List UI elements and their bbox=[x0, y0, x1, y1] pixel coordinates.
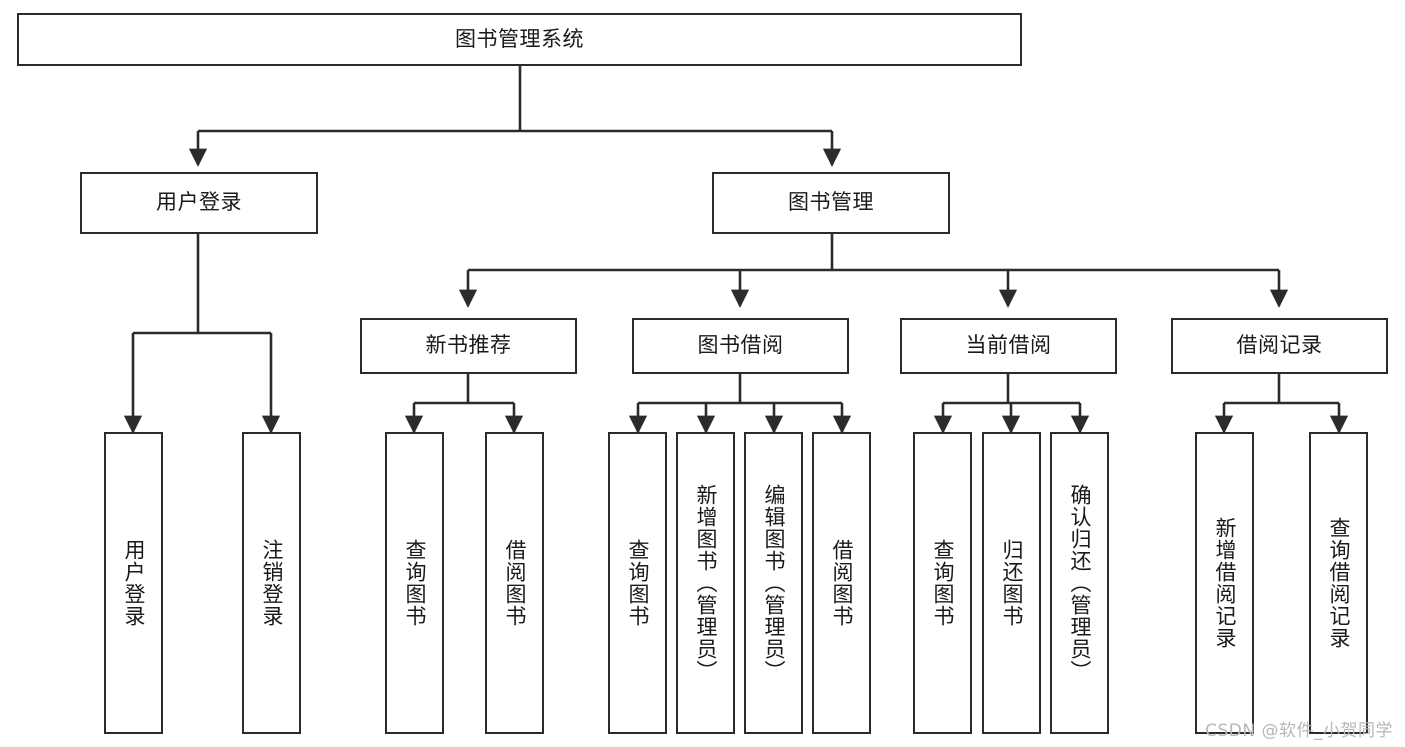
node-label: 借阅图书 bbox=[502, 539, 527, 627]
node-label: 当前借阅 bbox=[965, 333, 1052, 358]
node-leaf-query-book-3[interactable]: 查询图书 bbox=[913, 432, 972, 734]
node-root-system[interactable]: 图书管理系统 bbox=[17, 13, 1022, 66]
node-label: 查询图书 bbox=[625, 539, 650, 627]
node-label: 归还图书 bbox=[999, 539, 1024, 627]
node-leaf-borrow-book-2[interactable]: 借阅图书 bbox=[812, 432, 871, 734]
node-label: 编辑图书（管理员） bbox=[761, 484, 786, 682]
node-new-book-recommend[interactable]: 新书推荐 bbox=[360, 318, 577, 374]
node-leaf-add-record[interactable]: 新增借阅记录 bbox=[1195, 432, 1254, 734]
node-book-manage[interactable]: 图书管理 bbox=[712, 172, 950, 234]
node-leaf-user-login[interactable]: 用户登录 bbox=[104, 432, 163, 734]
node-leaf-confirm-return[interactable]: 确认归还（管理员） bbox=[1050, 432, 1109, 734]
node-leaf-return-book[interactable]: 归还图书 bbox=[982, 432, 1041, 734]
node-label: 借阅图书 bbox=[829, 539, 854, 627]
node-current-borrow[interactable]: 当前借阅 bbox=[900, 318, 1117, 374]
node-user-login[interactable]: 用户登录 bbox=[80, 172, 318, 234]
node-leaf-edit-book[interactable]: 编辑图书（管理员） bbox=[744, 432, 803, 734]
node-leaf-borrow-book-1[interactable]: 借阅图书 bbox=[485, 432, 544, 734]
node-leaf-add-book[interactable]: 新增图书（管理员） bbox=[676, 432, 735, 734]
node-leaf-query-book-1[interactable]: 查询图书 bbox=[385, 432, 444, 734]
node-label: 查询图书 bbox=[930, 539, 955, 627]
node-label: 注销登录 bbox=[259, 539, 284, 627]
node-label: 用户登录 bbox=[156, 190, 242, 215]
node-label: 确认归还（管理员） bbox=[1067, 484, 1092, 682]
node-label: 图书借阅 bbox=[697, 333, 784, 358]
node-label: 新增借阅记录 bbox=[1212, 517, 1237, 649]
node-label: 新书推荐 bbox=[425, 333, 512, 358]
node-label: 查询借阅记录 bbox=[1326, 517, 1351, 649]
node-label: 新增图书（管理员） bbox=[693, 484, 718, 682]
node-borrow-record[interactable]: 借阅记录 bbox=[1171, 318, 1388, 374]
node-leaf-query-book-2[interactable]: 查询图书 bbox=[608, 432, 667, 734]
node-label: 借阅记录 bbox=[1236, 333, 1323, 358]
node-label: 图书管理 bbox=[788, 190, 874, 215]
node-leaf-logout[interactable]: 注销登录 bbox=[242, 432, 301, 734]
node-label: 查询图书 bbox=[402, 539, 427, 627]
watermark-text: CSDN @软件_小贺同学 bbox=[1205, 721, 1393, 741]
node-label: 用户登录 bbox=[121, 539, 146, 627]
node-leaf-query-record[interactable]: 查询借阅记录 bbox=[1309, 432, 1368, 734]
node-label: 图书管理系统 bbox=[455, 26, 584, 51]
node-book-borrow[interactable]: 图书借阅 bbox=[632, 318, 849, 374]
